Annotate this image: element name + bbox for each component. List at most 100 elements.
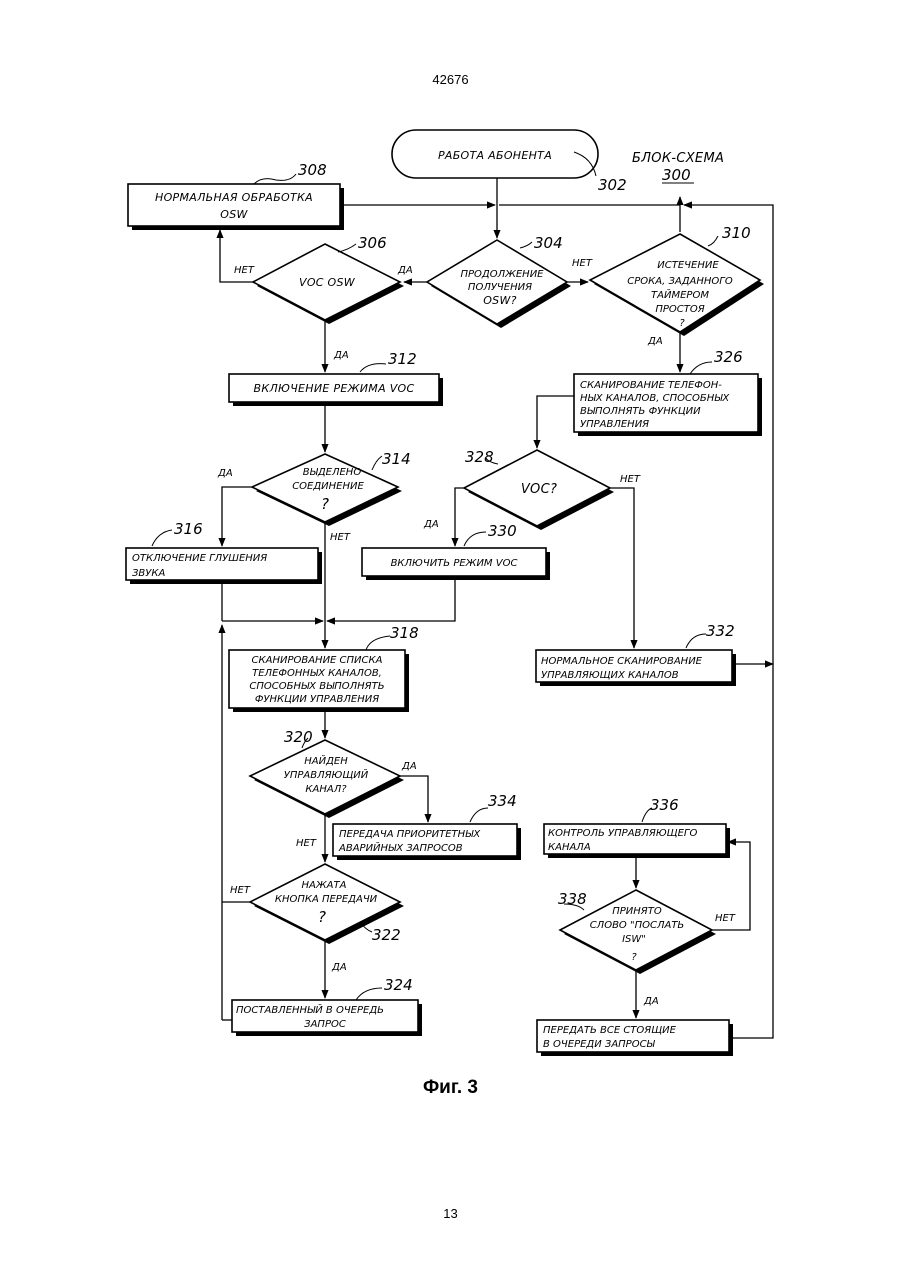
ref-302: 302 bbox=[598, 176, 627, 194]
edge-328-330 bbox=[455, 488, 464, 546]
box-336: КОНТРОЛЬ УПРАВЛЯЮЩЕГО КАНАЛА bbox=[544, 824, 730, 858]
page-number: 13 bbox=[0, 1206, 901, 1221]
ref-318: 318 bbox=[390, 624, 419, 642]
start-text: РАБОТА АБОНЕНТА bbox=[438, 149, 552, 162]
decision-328-line-1: VOC? bbox=[521, 482, 557, 497]
decision-304-line-3: OSW? bbox=[483, 294, 517, 307]
decision-310-line-1: ИСТЕЧЕНИЕ bbox=[657, 260, 719, 271]
box-324-line-2: ЗАПРОС bbox=[304, 1019, 346, 1030]
decision-322-line-3: ? bbox=[318, 908, 326, 926]
box-334: ПЕРЕДАЧА ПРИОРИТЕТНЫХ АВАРИЙНЫХ ЗАПРОСОВ bbox=[333, 824, 521, 860]
box-316-line-1: ОТКЛЮЧЕНИЕ ГЛУШЕНИЯ bbox=[132, 553, 267, 564]
label-322-yes: ДА bbox=[331, 962, 347, 973]
box-324-line-1: ПОСТАВЛЕННЫЙ В ОЧЕРЕДЬ bbox=[236, 1003, 384, 1016]
label-306-no: НЕТ bbox=[234, 265, 255, 276]
edge-326-328 bbox=[537, 396, 574, 448]
decision-314-line-3: ? bbox=[321, 495, 329, 513]
decision-304-line-2: ПОЛУЧЕНИЯ bbox=[468, 282, 532, 293]
box-316-line-2: ЗВУКА bbox=[132, 568, 165, 579]
label-328-no: НЕТ bbox=[620, 474, 641, 485]
box-308-line-2: OSW bbox=[220, 208, 248, 221]
ref-306: 306 bbox=[358, 234, 387, 252]
decision-320-line-3: КАНАЛ? bbox=[305, 784, 347, 795]
edge-314-316 bbox=[222, 487, 252, 546]
box-312-line-1: ВКЛЮЧЕНИЕ РЕЖИМА VOC bbox=[254, 382, 415, 395]
label-322-no: НЕТ bbox=[230, 885, 251, 896]
ref-304: 304 bbox=[534, 234, 563, 252]
label-328-yes: ДА bbox=[423, 519, 439, 530]
ref-324: 324 bbox=[384, 976, 413, 994]
decision-306-line-1: VOC OSW bbox=[299, 276, 356, 289]
decision-314: ВЫДЕЛЕНО СОЕДИНЕНИЕ ? bbox=[252, 454, 402, 526]
box-334-line-2: АВАРИЙНЫХ ЗАПРОСОВ bbox=[338, 841, 463, 854]
decision-310-line-3: ТАЙМЕРОМ bbox=[651, 288, 709, 301]
ref-316: 316 bbox=[174, 520, 203, 538]
label-314-yes: ДА bbox=[217, 468, 233, 479]
decision-310-line-5: ? bbox=[679, 318, 685, 329]
ref-326: 326 bbox=[714, 348, 743, 366]
box-326-line-2: НЫХ КАНАЛОВ, СПОСОБНЫХ bbox=[580, 393, 730, 404]
figure-caption: Фиг. 3 bbox=[0, 1077, 901, 1099]
decision-306: VOC OSW bbox=[253, 244, 404, 324]
decision-304-line-1: ПРОДОЛЖЕНИЕ bbox=[460, 269, 544, 280]
label-306-yes: ДА bbox=[333, 350, 349, 361]
label-304-yes: ДА bbox=[397, 265, 413, 276]
ref-330: 330 bbox=[488, 522, 517, 540]
decision-320: НАЙДЕН УПРАВЛЯЮЩИЙ КАНАЛ? bbox=[250, 740, 404, 818]
box-336-line-1: КОНТРОЛЬ УПРАВЛЯЮЩЕГО bbox=[548, 828, 697, 839]
label-304-no: НЕТ bbox=[572, 258, 593, 269]
box-316: ОТКЛЮЧЕНИЕ ГЛУШЕНИЯ ЗВУКА bbox=[126, 548, 322, 584]
edge-330-join bbox=[327, 576, 455, 621]
decision-310-line-2: СРОКА, ЗАДАННОГО bbox=[627, 276, 733, 287]
edge-328-332 bbox=[610, 488, 634, 648]
box-308: НОРМАЛЬНАЯ ОБРАБОТКА OSW bbox=[128, 184, 344, 230]
label-338-yes: ДА bbox=[643, 996, 659, 1007]
box-318-line-1: СКАНИРОВАНИЕ СПИСКА bbox=[252, 655, 383, 666]
box-330: ВКЛЮЧИТЬ РЕЖИМ VOC bbox=[362, 548, 550, 580]
box-330-line-1: ВКЛЮЧИТЬ РЕЖИМ VOC bbox=[391, 558, 518, 569]
decision-322-line-1: НАЖАТА bbox=[302, 880, 347, 891]
box-312: ВКЛЮЧЕНИЕ РЕЖИМА VOC bbox=[229, 374, 443, 406]
label-320-yes: ДА bbox=[401, 761, 417, 772]
decision-338-line-4: ? bbox=[631, 952, 637, 963]
box-318: СКАНИРОВАНИЕ СПИСКА ТЕЛЕФОННЫХ КАНАЛОВ, … bbox=[229, 650, 409, 712]
ref-338: 338 bbox=[558, 890, 587, 908]
diagram-title-ref: 300 bbox=[662, 166, 691, 184]
box-318-line-2: ТЕЛЕФОННЫХ КАНАЛОВ, bbox=[252, 668, 382, 679]
decision-338-line-2: СЛОВО "ПОСЛАТЬ bbox=[590, 920, 685, 931]
diagram-title: БЛОК-СХЕМА bbox=[632, 151, 724, 166]
box-332-line-1: НОРМАЛЬНОЕ СКАНИРОВАНИЕ bbox=[541, 656, 703, 667]
label-338-no: НЕТ bbox=[715, 913, 736, 924]
decision-314-line-2: СОЕДИНЕНИЕ bbox=[292, 481, 364, 492]
ref-314: 314 bbox=[382, 450, 411, 468]
label-314-no: НЕТ bbox=[330, 532, 351, 543]
ref-332: 332 bbox=[706, 622, 735, 640]
box-326-line-3: ВЫПОЛНЯТЬ ФУНКЦИИ bbox=[580, 406, 701, 417]
decision-304: ПРОДОЛЖЕНИЕ ПОЛУЧЕНИЯ OSW? bbox=[427, 240, 571, 328]
box-324: ПОСТАВЛЕННЫЙ В ОЧЕРЕДЬ ЗАПРОС bbox=[232, 1000, 422, 1036]
decision-320-line-2: УПРАВЛЯЮЩИЙ bbox=[284, 768, 369, 781]
ref-328: 328 bbox=[465, 448, 494, 466]
box-308-line-1: НОРМАЛЬНАЯ ОБРАБОТКА bbox=[155, 191, 313, 204]
box-transmit-queued: ПЕРЕДАТЬ ВСЕ СТОЯЩИЕ В ОЧЕРЕДИ ЗАПРОСЫ bbox=[537, 1020, 733, 1056]
decision-310-line-4: ПРОСТОЯ bbox=[655, 304, 704, 315]
ref-312: 312 bbox=[388, 350, 417, 368]
ref-322: 322 bbox=[372, 926, 401, 944]
ref-334: 334 bbox=[488, 792, 517, 810]
start-terminal: РАБОТА АБОНЕНТА bbox=[392, 130, 598, 178]
ref-308: 308 bbox=[298, 161, 327, 179]
ref-310: 310 bbox=[722, 224, 751, 242]
decision-314-line-1: ВЫДЕЛЕНО bbox=[303, 467, 362, 478]
label-310-yes: ДА bbox=[647, 336, 663, 347]
edge-320-334 bbox=[400, 776, 428, 822]
box-334-line-1: ПЕРЕДАЧА ПРИОРИТЕТНЫХ bbox=[339, 829, 481, 840]
label-320-no: НЕТ bbox=[296, 838, 317, 849]
box-318-line-4: ФУНКЦИИ УПРАВЛЕНИЯ bbox=[255, 694, 379, 705]
box-332-line-2: УПРАВЛЯЮЩИХ КАНАЛОВ bbox=[541, 670, 679, 681]
box-326-line-1: СКАНИРОВАНИЕ ТЕЛЕФОН- bbox=[580, 380, 722, 391]
box-transmit-line-2: В ОЧЕРЕДИ ЗАПРОСЫ bbox=[543, 1039, 656, 1050]
box-326: СКАНИРОВАНИЕ ТЕЛЕФОН- НЫХ КАНАЛОВ, СПОСО… bbox=[574, 374, 762, 436]
decision-320-line-1: НАЙДЕН bbox=[304, 754, 348, 767]
decision-310: ИСТЕЧЕНИЕ СРОКА, ЗАДАННОГО ТАЙМЕРОМ ПРОС… bbox=[590, 234, 764, 336]
box-336-line-2: КАНАЛА bbox=[548, 842, 591, 853]
